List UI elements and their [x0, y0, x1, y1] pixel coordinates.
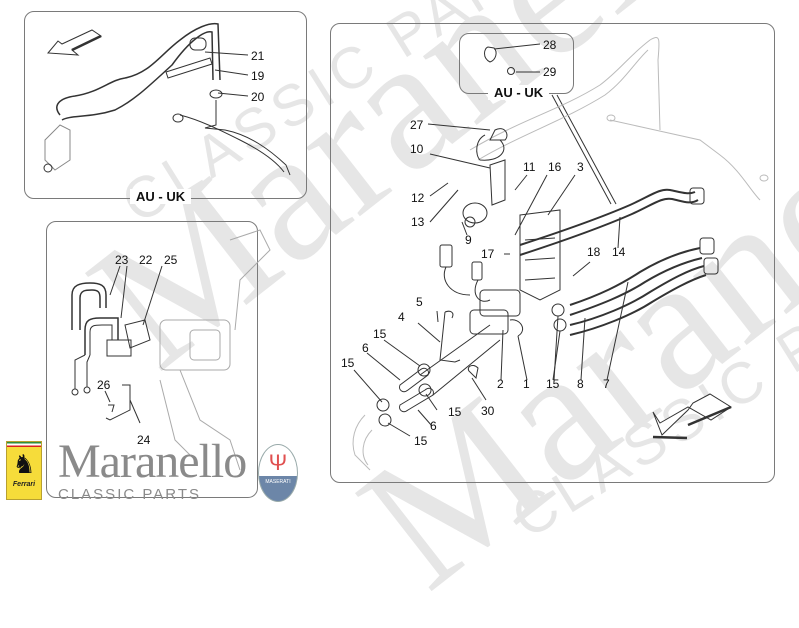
- callout-12: 12: [411, 191, 425, 205]
- direction-arrow-icon: [46, 29, 103, 56]
- panel-top-left-label: AU - UK: [130, 189, 192, 204]
- callout-25: 25: [164, 253, 178, 267]
- callout-20: 20: [251, 90, 265, 104]
- maranello-logo-tagline: CLASSIC PARTS: [58, 486, 201, 503]
- callout-10: 10: [410, 142, 424, 156]
- maranello-logo-brand: Maranello: [58, 435, 247, 488]
- callout-3: 3: [577, 160, 584, 174]
- callout-6a: 6: [362, 341, 369, 355]
- callout-14: 14: [612, 245, 626, 259]
- panel-bottom-left: [46, 221, 258, 498]
- maranello-logo: Maranello CLASSIC PARTS: [58, 435, 247, 504]
- callout-29: 29: [543, 65, 557, 79]
- ferrari-badge-label: Ferrari: [12, 481, 36, 488]
- ferrari-badge: ♞ Ferrari: [6, 441, 42, 500]
- callout-22: 22: [139, 253, 153, 267]
- callout-5: 5: [416, 295, 423, 309]
- maserati-badge: Ψ MASERATI: [258, 444, 298, 502]
- callout-9: 9: [465, 233, 472, 247]
- callout-15e: 15: [546, 377, 560, 391]
- panel-main: [330, 23, 775, 483]
- italian-flag-stripe: [7, 442, 41, 447]
- callout-24: 24: [137, 433, 151, 447]
- callout-17: 17: [481, 247, 495, 261]
- callout-15d: 15: [414, 434, 428, 448]
- prancing-horse-icon: ♞: [12, 449, 36, 479]
- callout-2: 2: [497, 377, 504, 391]
- trident-icon: Ψ: [268, 450, 288, 475]
- callout-7: 7: [603, 377, 610, 391]
- maserati-badge-label: MASERATI: [265, 479, 291, 485]
- callout-1: 1: [523, 377, 530, 391]
- callout-13: 13: [411, 215, 425, 229]
- direction-arrow-icon: [652, 393, 732, 440]
- callout-26: 26: [97, 378, 111, 392]
- callout-23: 23: [115, 253, 129, 267]
- exploded-diagram: 21 19 20 23 22 25 26 24 28 29 27 10 11 1…: [43, 22, 769, 471]
- callout-6b: 6: [430, 419, 437, 433]
- callout-8: 8: [577, 377, 584, 391]
- callout-15c: 15: [448, 405, 462, 419]
- callout-30: 30: [481, 404, 495, 418]
- panel-main-inset-label: AU - UK: [488, 85, 550, 100]
- callout-21: 21: [251, 49, 265, 63]
- callout-15b: 15: [341, 356, 355, 370]
- callout-11: 11: [523, 160, 536, 174]
- callout-18: 18: [587, 245, 601, 259]
- callout-28: 28: [543, 38, 557, 52]
- callout-16: 16: [548, 160, 562, 174]
- callout-27: 27: [410, 118, 424, 132]
- callout-15a: 15: [373, 327, 387, 341]
- callout-19: 19: [251, 69, 265, 83]
- callout-4: 4: [398, 310, 405, 324]
